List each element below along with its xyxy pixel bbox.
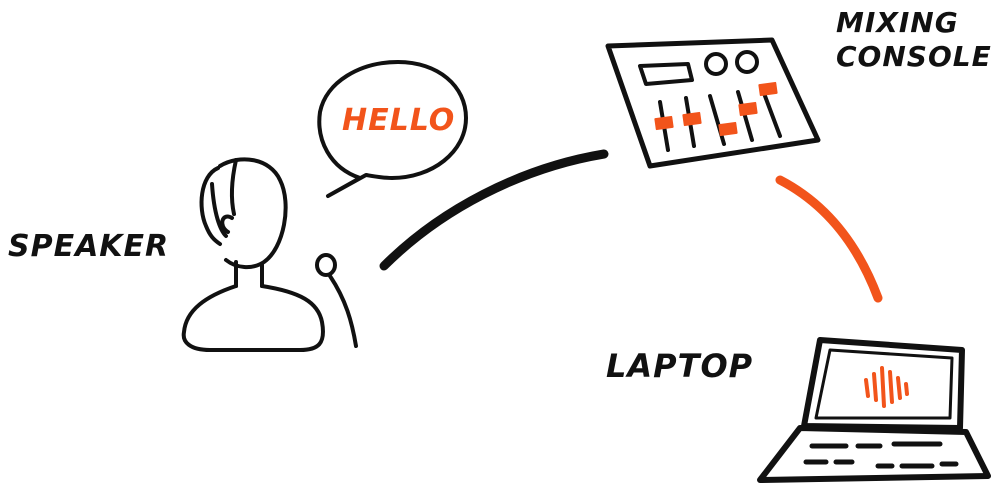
mixing-console-label-line2: CONSOLE	[836, 40, 992, 74]
laptop-label: LAPTOP	[606, 347, 753, 385]
mixing-console-label: MIXING CONSOLE	[836, 6, 992, 74]
mixing-console-icon	[608, 40, 818, 166]
speech-bubble-text: HELLO	[342, 103, 455, 138]
console-to-laptop-connection	[780, 180, 878, 298]
mixing-console-label-line1: MIXING	[836, 6, 992, 40]
speaker-to-console-connection	[384, 154, 604, 266]
person-icon	[184, 159, 323, 350]
speaker-label: SPEAKER	[8, 229, 169, 264]
laptop-icon	[760, 340, 988, 480]
